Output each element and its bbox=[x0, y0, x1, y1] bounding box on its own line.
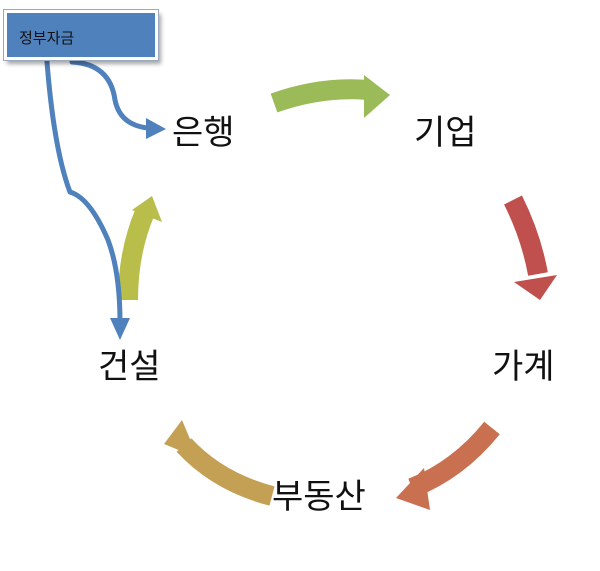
node-construction: 건설 bbox=[98, 347, 161, 387]
arrow-government-to-construction bbox=[44, 59, 130, 340]
government-fund-box: 정부자금 bbox=[3, 9, 159, 61]
arrow-bank-to-company bbox=[270, 75, 390, 118]
node-bank: 은행 bbox=[172, 113, 235, 153]
arrow-company-to-household bbox=[504, 195, 557, 300]
arrow-construction-to-bank bbox=[118, 196, 162, 301]
node-company: 기업 bbox=[414, 113, 477, 153]
arrow-government-to-bank bbox=[69, 59, 166, 139]
arrow-real-estate-to-construction bbox=[164, 420, 275, 506]
node-real-estate: 부동산 bbox=[272, 477, 366, 517]
government-fund-label: 정부자금 bbox=[19, 29, 75, 47]
node-household: 가계 bbox=[492, 347, 555, 387]
arrow-household-to-real-estate bbox=[396, 421, 500, 510]
